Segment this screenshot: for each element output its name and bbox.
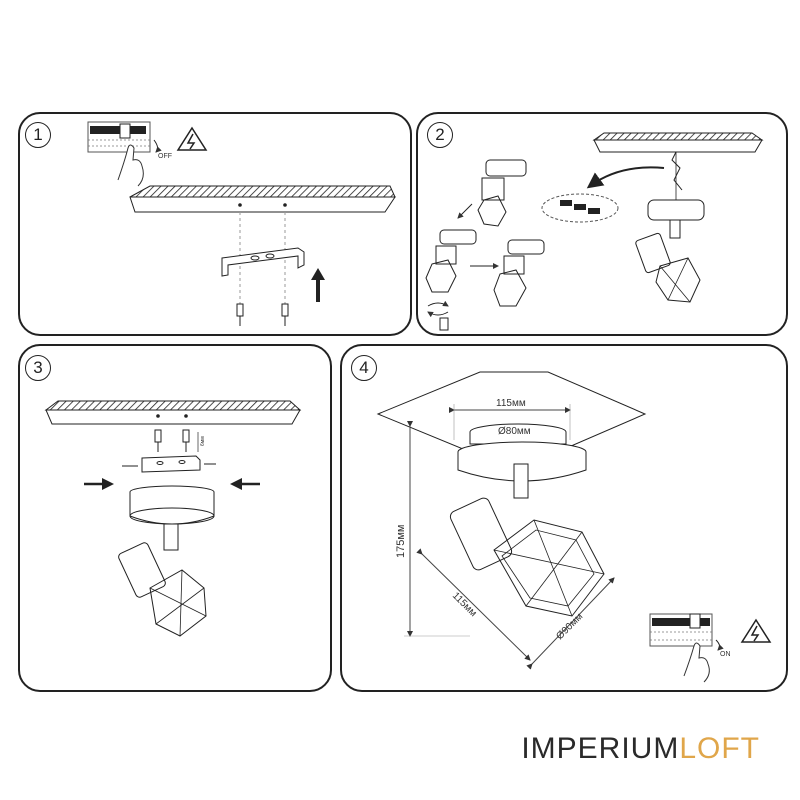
brand-logo: IMPERIUMLOFT (521, 732, 760, 766)
lamp-part (425, 229, 477, 293)
hand-pointer-icon (117, 144, 144, 187)
screw (154, 429, 190, 452)
step-number-3: 3 (25, 355, 51, 381)
height-label: 175мм (395, 525, 407, 558)
lamp-shade-cage (449, 497, 605, 617)
switch-on-label: ON (720, 651, 731, 658)
lamp-part (477, 159, 527, 227)
step-number-1: 1 (25, 122, 51, 148)
lamp-assembled (635, 199, 705, 303)
hand-pointer-icon (683, 642, 710, 683)
screw (236, 303, 289, 326)
lamp-base-canopy (457, 423, 587, 499)
switch-off-label: OFF (158, 153, 172, 160)
arrow-up-icon (311, 268, 325, 302)
panel-step-1 (18, 112, 412, 336)
step-number-4: 4 (351, 355, 377, 381)
plate-width-label: 115мм (496, 398, 526, 409)
mounting-bracket (221, 247, 305, 277)
lamp-part (493, 239, 545, 307)
brand-logo-part2: LOFT (679, 732, 760, 765)
rotate-icon (427, 300, 449, 331)
lamp-shade-cage (118, 542, 207, 637)
high-voltage-icon (176, 126, 208, 151)
base-diameter-label: Ø80мм (498, 426, 531, 437)
arrow-left-icon (230, 478, 260, 490)
wire-connection-detail (541, 193, 619, 223)
screw-gap-label: 6мм (200, 436, 206, 446)
ceiling-slab (129, 185, 396, 213)
mounting-bracket (141, 455, 201, 473)
arrow-right-icon (84, 478, 114, 490)
ceiling-slab (44, 400, 302, 425)
step-number-2: 2 (427, 122, 453, 148)
brand-logo-part1: IMPERIUM (521, 732, 680, 765)
circuit-breaker-panel (87, 121, 151, 153)
circuit-breaker-panel (649, 613, 713, 647)
high-voltage-icon (740, 618, 772, 643)
lamp-base-canopy (129, 485, 215, 551)
ceiling-slab (592, 132, 764, 153)
